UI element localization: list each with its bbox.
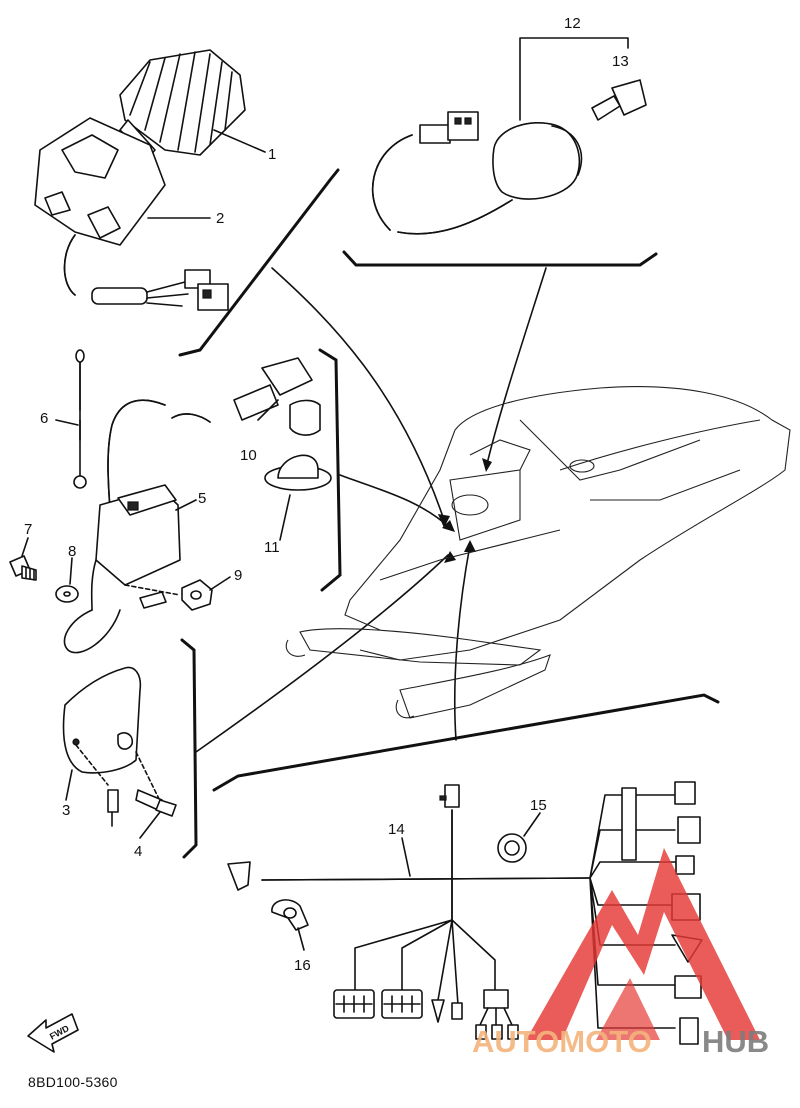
callout-numbers: 1 2 3 4 5 6 7 8 9 10 11 12 13 14 15 16 (24, 15, 629, 974)
document-code: 8BD100-5360 (28, 1074, 118, 1090)
callout-1: 1 (268, 146, 276, 163)
callout-10: 10 (240, 447, 257, 464)
callout-13: 13 (612, 53, 629, 70)
switch-housing-part (34, 117, 229, 311)
group-dividers (178, 168, 720, 859)
clamp-part (271, 899, 309, 931)
watermark-logo-mark (526, 848, 760, 1040)
fwd-arrow-icon: FWD (27, 1013, 79, 1053)
spark-plug-cap-part (233, 357, 321, 436)
cdi-unit-part (62, 666, 177, 827)
callout-11: 11 (264, 539, 280, 556)
callout-7: 7 (24, 521, 32, 538)
snowmobile-outline (285, 386, 791, 719)
callout-2: 2 (216, 210, 224, 227)
ignition-coil-part (63, 359, 211, 654)
callout-6: 6 (40, 410, 48, 427)
cap-part (264, 454, 332, 491)
callout-4: 4 (134, 843, 142, 860)
bolt-part (9, 555, 37, 581)
callout-9: 9 (234, 567, 242, 584)
main-switch-part (371, 111, 583, 235)
callout-5: 5 (198, 490, 206, 507)
location-arrows (195, 267, 547, 753)
callout-leaders (21, 37, 629, 951)
lead-wire-part (73, 349, 87, 489)
callout-3: 3 (62, 802, 70, 819)
grommet-part (497, 833, 527, 863)
callout-8: 8 (68, 543, 76, 560)
key-part (591, 79, 647, 121)
callout-16: 16 (294, 957, 311, 974)
nut-part (181, 579, 213, 611)
washer-part (55, 585, 79, 603)
callout-12: 12 (564, 15, 581, 32)
watermark-text-automoto: AUTOMOTO (472, 1024, 652, 1059)
watermark-text-hub: HUB (702, 1024, 769, 1059)
automotohub-logo (526, 848, 760, 1040)
callout-15: 15 (530, 797, 547, 814)
callout-14: 14 (388, 821, 405, 838)
